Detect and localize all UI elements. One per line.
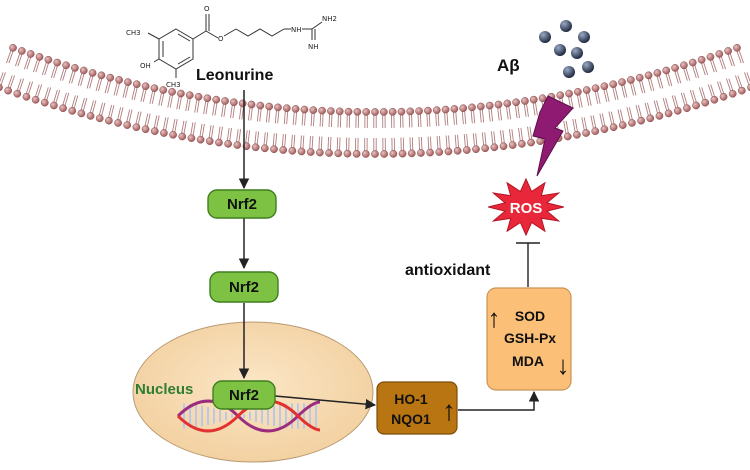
atom-ch3-a: CH3 xyxy=(126,29,141,37)
ho1-label: HO-1 xyxy=(394,391,428,407)
inhibition-line xyxy=(516,242,540,287)
nrf2-cytoplasm-1: Nrf2 xyxy=(207,189,277,219)
ros-burst xyxy=(488,177,564,237)
nrf2-label-1: Nrf2 xyxy=(227,196,257,213)
enzyme-box: SOD GSH-Px MDA ↑ ↓ xyxy=(486,287,572,391)
decrease-arrow: ↓ xyxy=(557,350,570,380)
ros-label: ROS xyxy=(510,200,543,217)
nucleus-label: Nucleus xyxy=(135,381,193,398)
leonurine-label: Leonurine xyxy=(196,67,273,84)
amyloid-beta-aggregates xyxy=(539,20,594,78)
amyloid-beta-label: Aβ xyxy=(497,56,520,75)
nqo1-label: NQO1 xyxy=(391,411,431,427)
nrf2-label-2: Nrf2 xyxy=(229,279,259,296)
atom-o-ether: O xyxy=(218,35,224,43)
atom-ch3-b: CH3 xyxy=(166,81,181,89)
atom-o-ester: O xyxy=(204,5,210,13)
atom-nh2: NH2 xyxy=(322,15,337,23)
atom-imine: NH xyxy=(308,43,319,51)
leonurine-atom-labels: CH3 OH CH3 O O NH NH2 NH xyxy=(126,5,337,89)
gsh-px-label: GSH-Px xyxy=(504,330,556,346)
increase-arrow: ↑ xyxy=(488,303,501,333)
atom-oh: OH xyxy=(140,62,151,70)
nrf2-label-3: Nrf2 xyxy=(229,387,259,404)
nrf2-nuclear: Nrf2 xyxy=(212,380,276,410)
nrf2-cytoplasm-2: Nrf2 xyxy=(209,271,279,303)
leonurine-structure xyxy=(147,14,323,78)
cell-membrane xyxy=(0,43,750,158)
antioxidant-label: antioxidant xyxy=(405,262,491,279)
atom-nh: NH xyxy=(291,26,302,34)
target-genes-box: HO-1 NQO1 ↑ xyxy=(376,381,458,435)
upregulation-arrow: ↑ xyxy=(442,395,456,426)
sod-label: SOD xyxy=(515,308,545,324)
pathway-arrows xyxy=(238,90,540,411)
mda-label: MDA xyxy=(512,353,544,369)
lightning-bolt-icon xyxy=(532,95,574,177)
